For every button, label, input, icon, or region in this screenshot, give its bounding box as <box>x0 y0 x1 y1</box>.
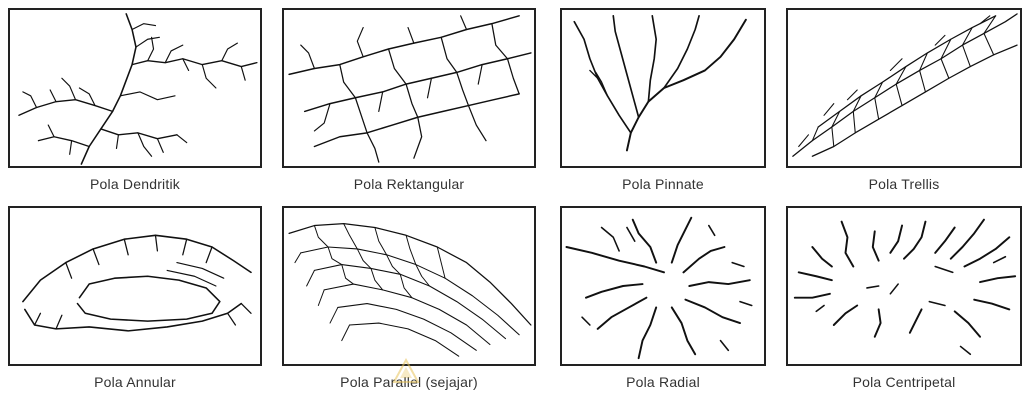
panel-parallel <box>282 206 536 366</box>
centripetal-pattern <box>788 208 1020 364</box>
caption-radial: Pola Radial <box>560 374 766 390</box>
watermark-logo <box>392 358 420 386</box>
annular-pattern <box>10 208 260 364</box>
dendritic-pattern <box>10 10 260 166</box>
caption-dendritik: Pola Dendritik <box>8 176 262 192</box>
caption-centripetal: Pola Centripetal <box>786 374 1022 390</box>
panel-annular <box>8 206 262 366</box>
caption-trellis: Pola Trellis <box>786 176 1022 192</box>
trellis-pattern <box>788 10 1020 166</box>
panel-centripetal <box>786 206 1022 366</box>
panel-trellis <box>786 8 1022 168</box>
rectangular-pattern <box>284 10 534 166</box>
caption-pinnate: Pola Pinnate <box>560 176 766 192</box>
caption-rektangular: Pola Rektangular <box>282 176 536 192</box>
radial-pattern <box>562 208 764 364</box>
panel-dendritik <box>8 8 262 168</box>
pinnate-pattern <box>562 10 764 166</box>
panel-pinnate <box>560 8 766 168</box>
caption-annular: Pola Annular <box>8 374 262 390</box>
parallel-pattern <box>284 208 534 364</box>
panel-radial <box>560 206 766 366</box>
panel-rektangular <box>282 8 536 168</box>
